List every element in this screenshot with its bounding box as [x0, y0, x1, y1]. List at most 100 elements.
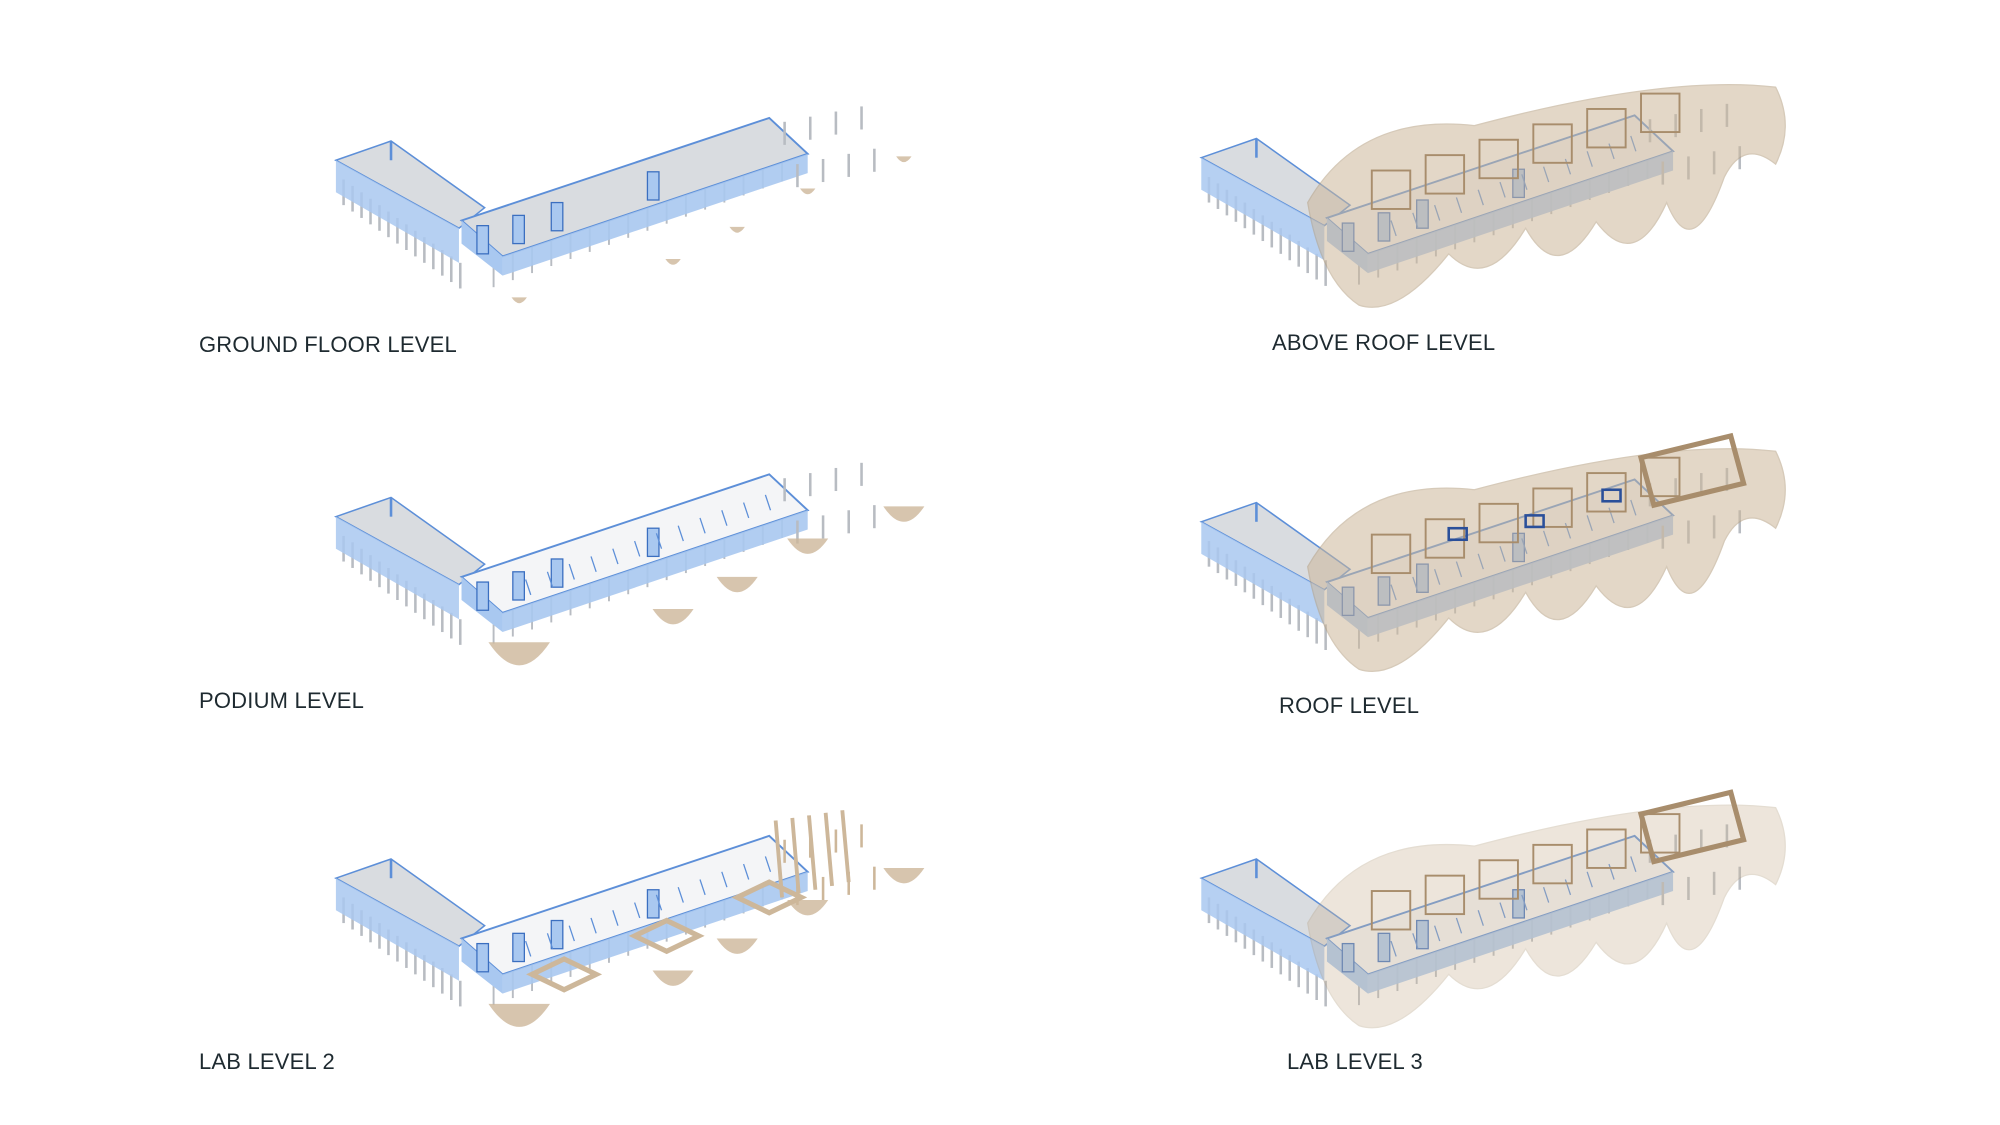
timber-tree — [787, 538, 829, 554]
timber-pavilion — [1640, 813, 1681, 854]
skylight — [1601, 488, 1622, 503]
partition — [1499, 902, 1506, 919]
core-block — [646, 889, 660, 919]
timber-pavilion — [1370, 533, 1412, 575]
partition — [612, 548, 619, 565]
timber-shell-roof — [1307, 448, 1786, 672]
wing-slab — [1199, 858, 1352, 948]
timber-tree — [488, 642, 550, 666]
partition — [1586, 871, 1593, 888]
partition — [742, 863, 750, 880]
partition — [1434, 925, 1441, 942]
partition — [546, 933, 554, 949]
partition — [1390, 940, 1397, 957]
core-block — [550, 558, 564, 588]
wing-facade — [1201, 157, 1325, 261]
timber-tree — [787, 900, 829, 916]
diagram-podium — [334, 462, 925, 666]
timber-pavilion — [1586, 108, 1627, 149]
partition — [1542, 886, 1550, 903]
bar-facade — [502, 153, 808, 276]
wing-slab — [334, 496, 486, 586]
core-block — [646, 171, 660, 201]
partition — [634, 540, 641, 557]
bar-facade — [502, 510, 808, 633]
skylight — [1447, 526, 1468, 542]
partition — [721, 510, 728, 526]
partition — [1630, 856, 1637, 872]
label-lab-level-3: LAB LEVEL 3 — [1287, 1049, 1423, 1074]
bar-facade — [502, 871, 808, 994]
timber-tree — [511, 297, 527, 304]
partition — [612, 910, 619, 926]
partition — [568, 925, 575, 942]
partition — [1608, 863, 1615, 880]
wing-slab — [334, 140, 486, 230]
timber-frame — [731, 879, 808, 916]
timber-pavilion — [1532, 123, 1573, 164]
timber-tree — [896, 156, 912, 163]
partition — [634, 902, 641, 919]
partition — [525, 579, 532, 596]
wing-facade — [1201, 521, 1325, 625]
label-roof-level: ROOF LEVEL — [1279, 693, 1420, 718]
label-ground-floor-level: GROUND FLOOR LEVEL — [199, 332, 457, 357]
timber-frame — [628, 917, 705, 955]
timber-tree — [883, 867, 925, 884]
timber-pavilion — [1532, 843, 1573, 885]
partition — [1521, 894, 1528, 911]
core-block — [512, 571, 526, 601]
timber-pavilion — [1370, 890, 1412, 931]
diagram-lab-level-3 — [1199, 789, 1786, 1029]
partition — [699, 879, 706, 896]
wing-facade — [335, 878, 459, 981]
label-above-roof-level: ABOVE ROOF LEVEL — [1272, 330, 1496, 355]
timber-pavilion — [1424, 154, 1466, 195]
partition — [568, 563, 575, 580]
partition — [721, 871, 728, 888]
core-block — [550, 201, 564, 232]
timber-tree — [488, 1003, 550, 1027]
diagram-lab-level-2 — [334, 810, 925, 1027]
timber-tree — [665, 258, 681, 265]
timber-arch — [773, 820, 784, 898]
wing-facade — [1201, 878, 1325, 981]
core-block — [646, 527, 660, 558]
core-block — [512, 932, 526, 963]
timber-pavilion — [1424, 874, 1466, 916]
timber-pavilion — [1478, 859, 1519, 900]
core-block — [1341, 942, 1355, 973]
timber-pavilion — [1586, 472, 1627, 513]
timber-tree — [883, 506, 925, 522]
timber-frame — [526, 956, 603, 993]
label-lab-level-2: LAB LEVEL 2 — [199, 1049, 335, 1074]
timber-tree — [716, 938, 758, 954]
partition — [764, 494, 772, 511]
partition — [699, 517, 706, 534]
diagram-above-roof — [1199, 84, 1786, 308]
partition — [677, 886, 684, 903]
timber-shell-roof — [1307, 804, 1786, 1029]
core-block — [476, 942, 490, 973]
wing-facade — [335, 516, 459, 620]
diagram-ground-floor — [334, 106, 912, 304]
timber-arch — [807, 815, 818, 890]
timber-shell-roof — [1307, 84, 1786, 308]
bar-facade — [1367, 871, 1674, 994]
timber-tree — [652, 608, 694, 625]
partition — [1564, 879, 1572, 896]
partition — [1477, 910, 1484, 926]
timber-tree — [729, 226, 745, 233]
skylight — [1524, 514, 1545, 529]
partition — [655, 894, 663, 911]
timber-arch — [840, 810, 851, 883]
core-block — [476, 581, 490, 611]
partition — [742, 502, 750, 519]
timber-pavilion — [1586, 828, 1627, 869]
timber-pavilion — [1478, 138, 1519, 180]
core-block — [1377, 932, 1391, 963]
timber-pavilion — [1640, 456, 1681, 498]
partition — [546, 571, 554, 588]
partition — [655, 533, 663, 549]
timber-tree — [652, 970, 694, 986]
